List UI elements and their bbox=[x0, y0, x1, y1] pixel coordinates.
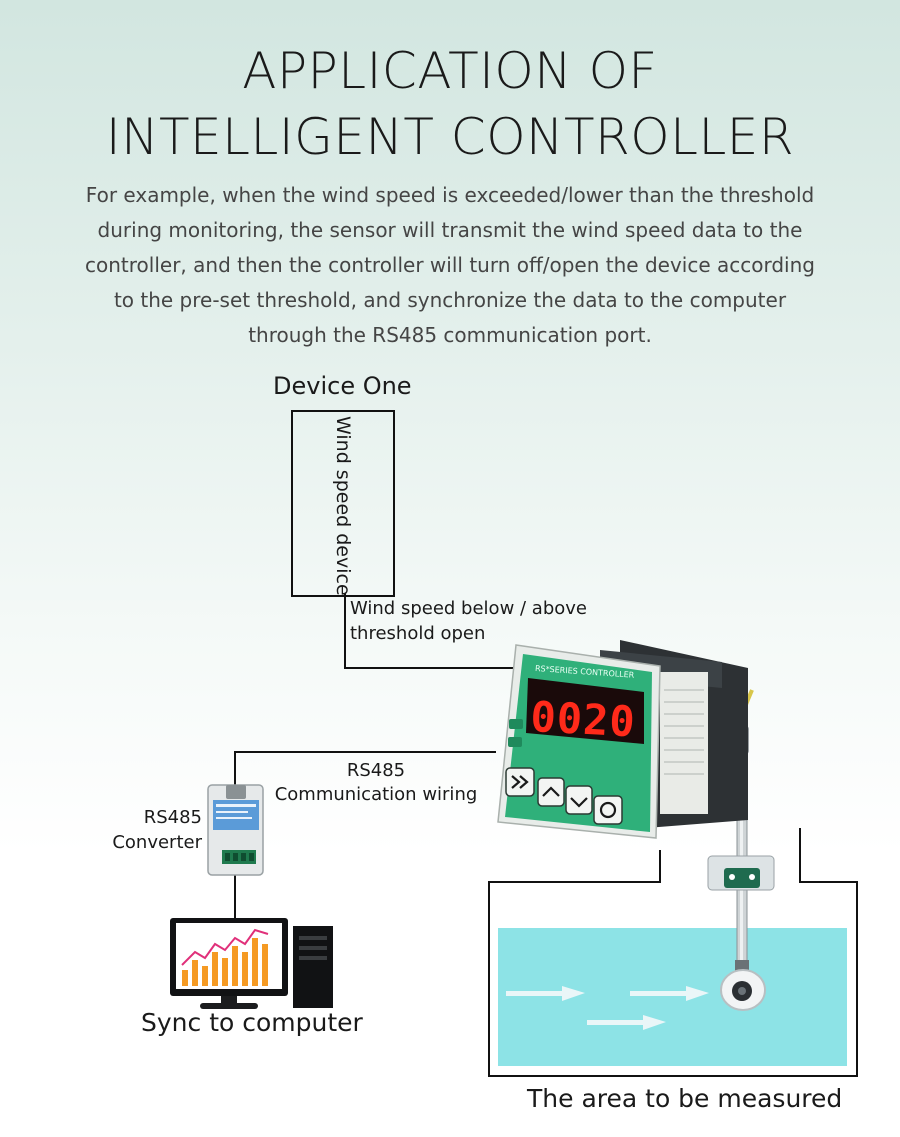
water-zone bbox=[498, 928, 847, 1066]
airflow-arrow-icon bbox=[506, 986, 709, 1030]
page-title: APPLICATION OF INTELLIGENT CONTROLLER bbox=[0, 38, 900, 170]
controller-display: 0020 bbox=[529, 692, 637, 746]
wind-speed-device-label: Wind speed device bbox=[332, 416, 354, 596]
sync-label: Sync to computer bbox=[141, 1008, 363, 1037]
threshold-label: Wind speed below / above threshold open bbox=[350, 598, 587, 644]
computer-icon bbox=[170, 918, 333, 1009]
wiring bbox=[234, 593, 516, 918]
device-wire bbox=[344, 593, 516, 669]
converter-label-line-2: Converter bbox=[112, 832, 202, 853]
rs485-label: RS485 bbox=[346, 760, 406, 781]
wind-speed-device-box bbox=[291, 410, 395, 597]
title-line-1: APPLICATION OF bbox=[242, 42, 658, 100]
area-outline bbox=[488, 828, 858, 1077]
description-text: For example, when the wind speed is exce… bbox=[85, 183, 815, 347]
measure-area bbox=[488, 828, 858, 1077]
rs485-wiring-label: RS485 Communication wiring bbox=[266, 759, 486, 807]
rs485-converter-icon bbox=[207, 784, 264, 876]
title-line-2: INTELLIGENT CONTROLLER bbox=[105, 108, 795, 166]
rs485-wire bbox=[234, 751, 496, 785]
device-one-label: Device One bbox=[273, 372, 412, 400]
communication-label: Communication wiring bbox=[274, 784, 478, 805]
anemometer-probe-icon bbox=[707, 689, 775, 1011]
controller-device-icon: 0020 RS*SERIES CONTROLLER bbox=[497, 640, 748, 839]
area-label: The area to be measured bbox=[527, 1084, 843, 1113]
converter-label: RS485 Converter bbox=[90, 805, 202, 855]
converter-label-line-1: RS485 bbox=[143, 807, 202, 828]
